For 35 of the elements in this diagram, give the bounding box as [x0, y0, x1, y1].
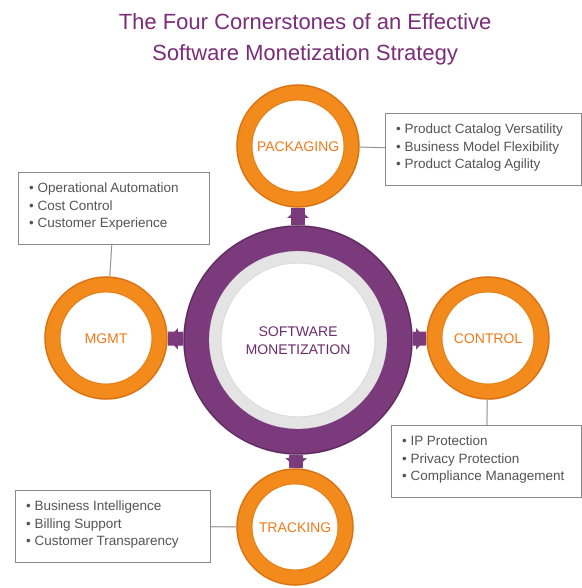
leader-line: [210, 526, 236, 528]
leader-line: [109, 244, 112, 277]
ring-node: [236, 468, 354, 586]
connector-arrow: [168, 328, 184, 350]
node-label: CONTROL: [452, 329, 524, 347]
connector-arrow: [412, 328, 426, 350]
bullet-item: • IP Protection: [402, 432, 489, 450]
bullet-item: • Business Model Flexibility: [396, 138, 560, 155]
bullet-item: • Customer Experience: [29, 214, 168, 232]
node-label: PACKAGING: [256, 137, 340, 155]
node-label: MGMT: [84, 329, 128, 347]
bullet-item: • Operational Automation: [29, 179, 180, 196]
callout-box: [391, 425, 582, 498]
callout-box: [15, 490, 211, 563]
leader-line: [360, 146, 386, 148]
node-label: TRACKING: [258, 518, 332, 536]
ring-node: [426, 276, 550, 400]
leader-line: [486, 400, 488, 426]
bullet-item: • Compliance Management: [402, 467, 566, 484]
bullet-item: • Product Catalog Agility: [396, 155, 542, 172]
connector-arrow: [287, 208, 309, 225]
bullet-item: • Privacy Protection: [402, 450, 520, 467]
node-label: SOFTWARE MONETIZATION: [244, 322, 352, 358]
bullet-item: • Billing Support: [26, 514, 123, 532]
ring-node: [44, 276, 168, 400]
bullet-item: • Customer Transparency: [26, 532, 180, 550]
connector-arrow: [285, 454, 308, 468]
title: The Four Cornerstones of an Effective Software Monetization Strategy: [118, 8, 492, 67]
hub-ring: [183, 225, 413, 455]
bullet-item: • Cost Control: [29, 196, 114, 214]
callout-box: [385, 113, 582, 186]
ring-node: [236, 84, 360, 208]
bullet-item: • Product Catalog Versatility: [396, 120, 564, 138]
callout-box: [18, 172, 210, 245]
bullet-item: • Business Intelligence: [26, 497, 162, 514]
